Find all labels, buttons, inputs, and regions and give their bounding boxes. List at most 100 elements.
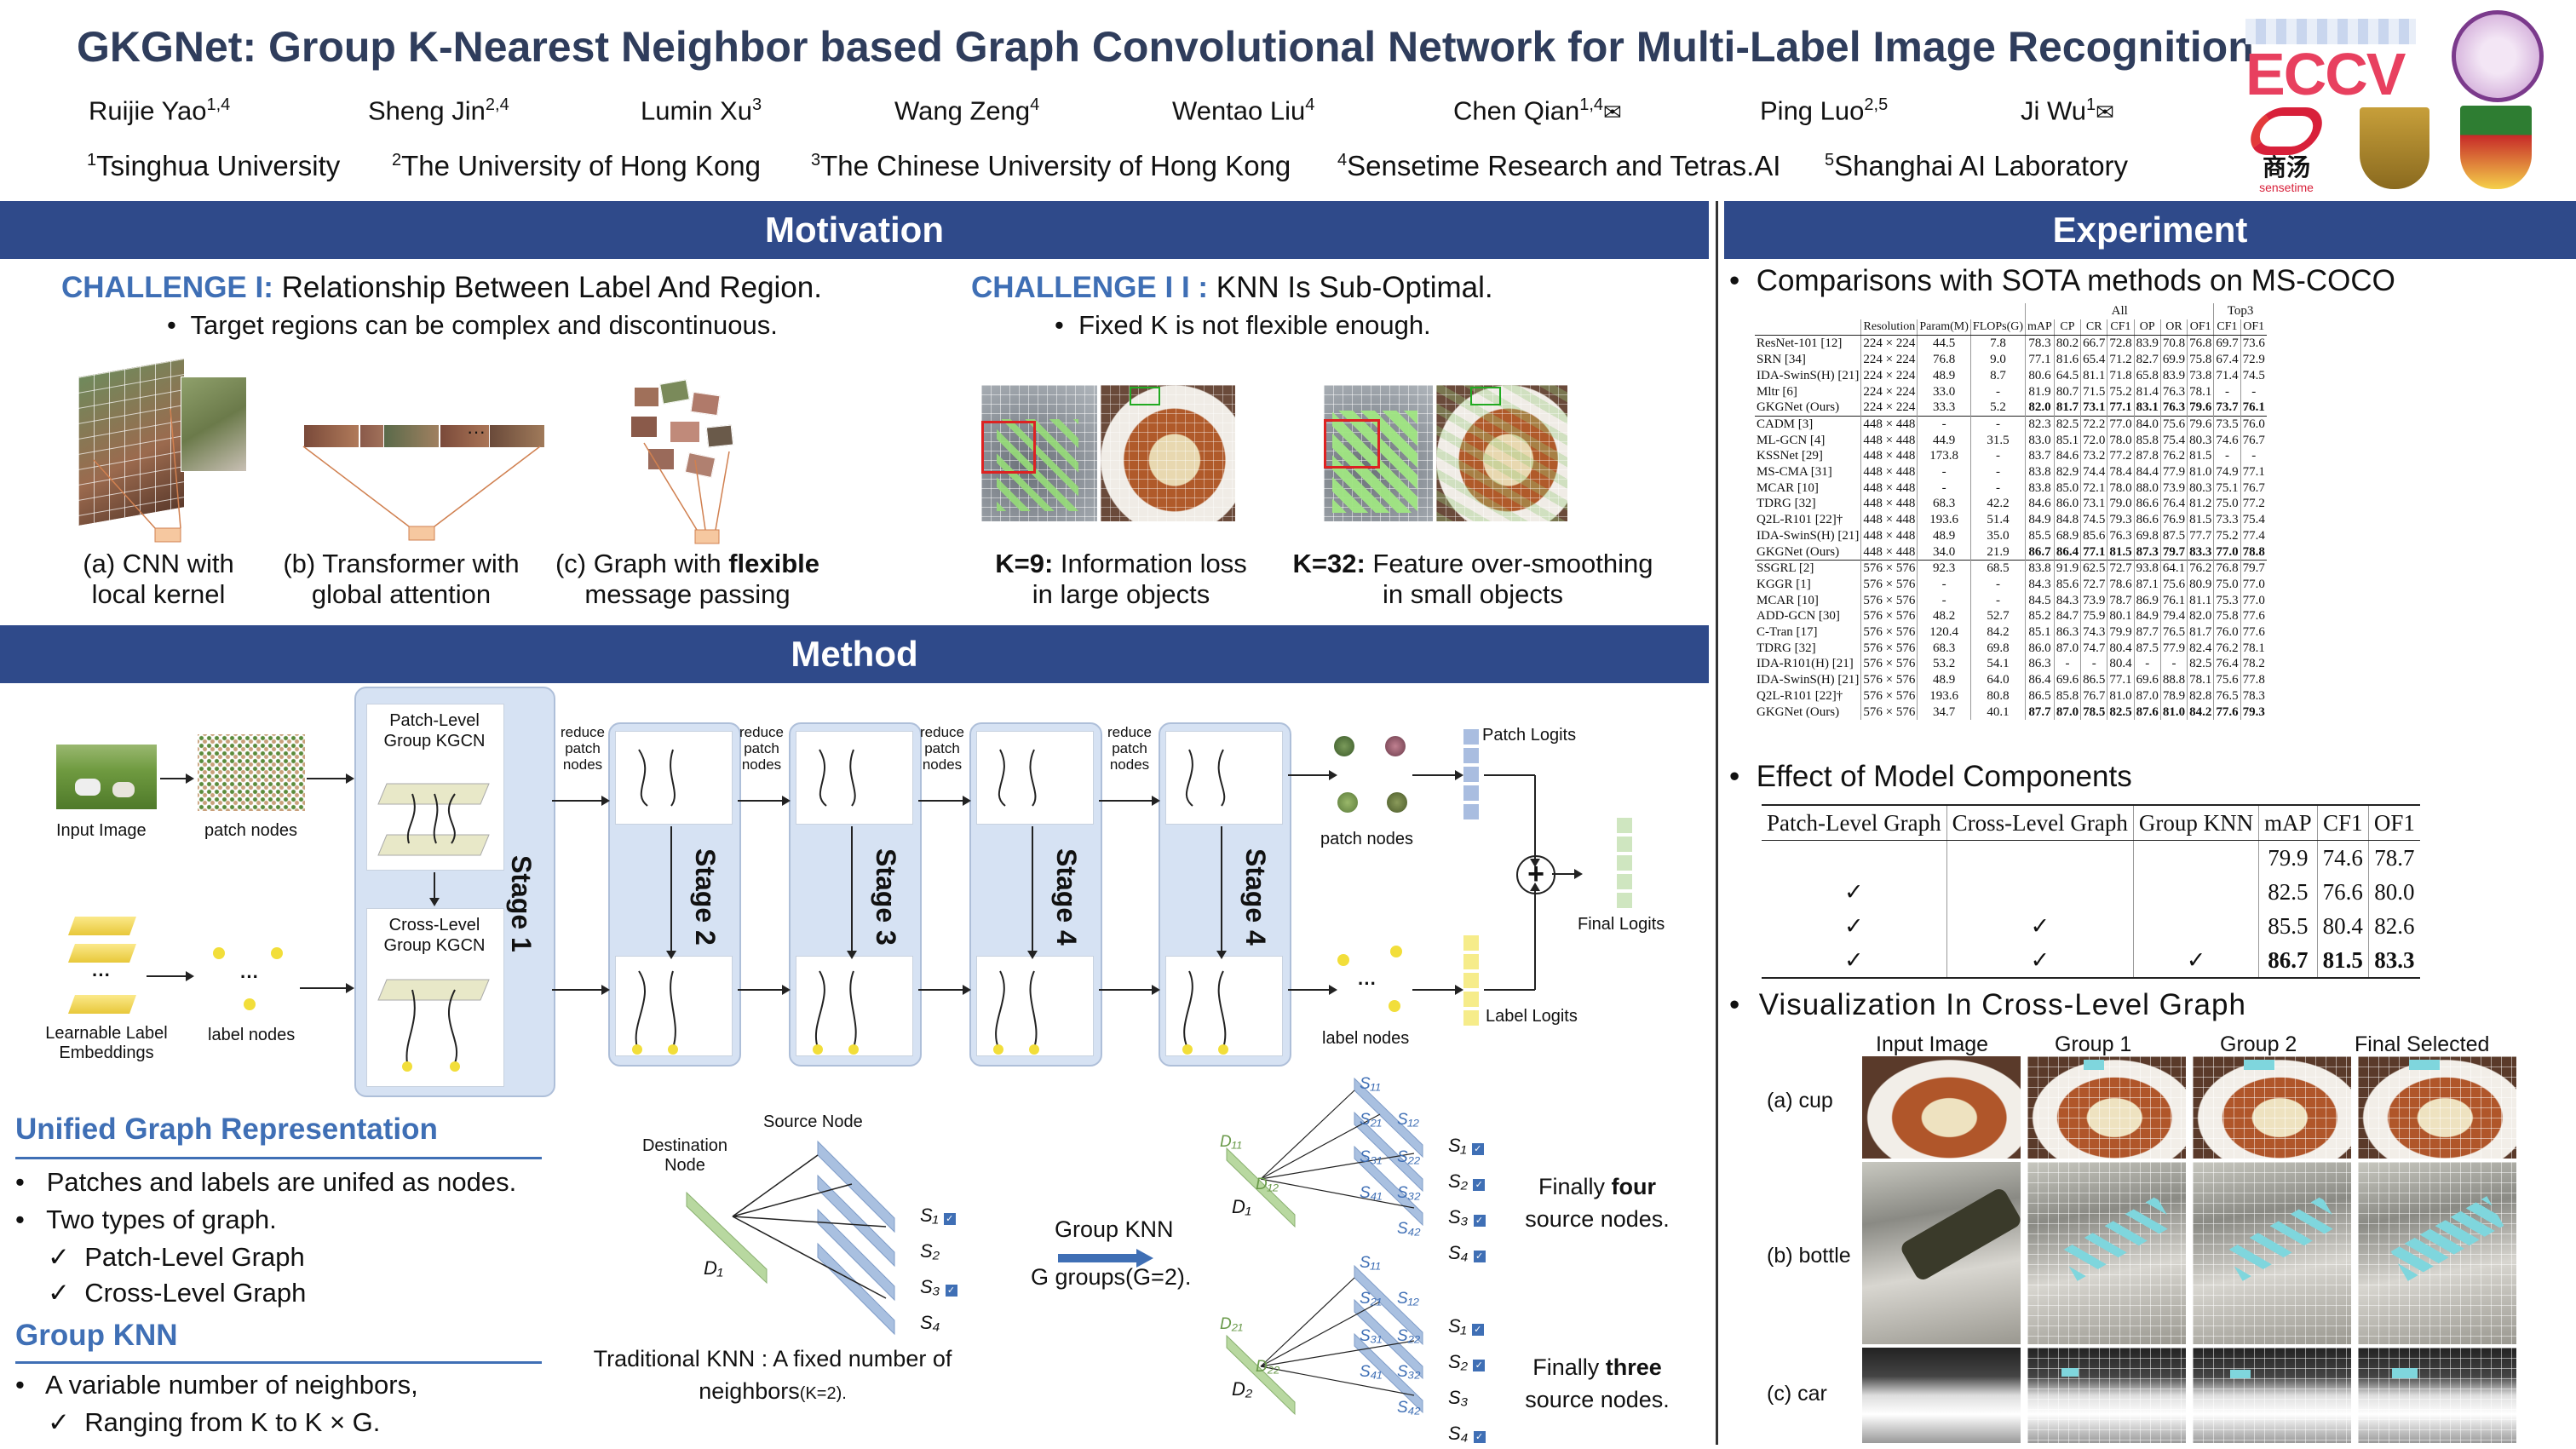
table-cell: 7.8 <box>1969 335 2026 353</box>
s4-label: S₄ <box>920 1312 940 1333</box>
table-cell: - <box>1969 576 2026 593</box>
table-cell: 224 × 224 <box>1860 383 1918 400</box>
table-cell: - <box>1917 480 1971 497</box>
challenge-2-heading: CHALLENGE I I : KNN Is Sub-Optimal. <box>971 271 1493 304</box>
email-icon: ✉ <box>1603 99 1622 125</box>
table-cell: 21.9 <box>1969 543 2026 561</box>
table-column-header: mAP <box>2258 806 2318 841</box>
table-cell: 31.5 <box>1969 432 2026 449</box>
table-cell: - <box>2213 448 2241 465</box>
table-cell: TDRG [32] <box>1757 497 1816 511</box>
table-cell: 83.3 <box>2367 943 2420 977</box>
table-cell: 73.9 <box>2159 480 2188 497</box>
table-cell: 76.5 <box>2213 687 2241 704</box>
table-cell: 48.2 <box>1917 608 1971 625</box>
table-cell: 82.5 <box>2107 704 2135 721</box>
table-cell: KSSNet [29] <box>1757 449 1823 463</box>
table-cell: 82.8 <box>2187 687 2214 704</box>
checkbox-icon: ✓ <box>1473 1251 1486 1262</box>
table-cell: - <box>1917 464 1971 480</box>
table-cell: 73.1 <box>2080 400 2107 417</box>
check-icon: ✓ <box>1946 943 2134 977</box>
table-cell: 77.0 <box>2107 415 2135 433</box>
g-groups-label: G groups(G=2). <box>1031 1264 1192 1290</box>
table-cell: 71.4 <box>2213 367 2241 384</box>
table-cell: 86.6 <box>2133 512 2161 528</box>
table-cell: 81.0 <box>2107 687 2135 704</box>
table-cell: 75.8 <box>2187 352 2214 368</box>
table-cell: 77.1 <box>2107 400 2135 417</box>
label-logits-label: Label Logits <box>1486 1007 1578 1026</box>
arrow-icon <box>160 773 194 784</box>
table-column-header: CR <box>2080 319 2107 336</box>
table-cell: 82.4 <box>2187 640 2214 657</box>
author: Lumin Xu3 <box>641 95 762 126</box>
stage-graph-figures <box>632 749 1228 1055</box>
table-cell: 78.1 <box>2187 672 2214 688</box>
table-cell: 78.5 <box>2080 704 2107 721</box>
vis-image <box>2193 1056 2351 1159</box>
table-cell: 193.6 <box>1917 512 1971 528</box>
table-cell: 75.3 <box>2213 592 2241 609</box>
table-cell: 75.8 <box>2213 608 2241 625</box>
table-cell: 84.6 <box>2025 496 2055 513</box>
table-cell: 35.0 <box>1969 527 2026 544</box>
table-cell: 72.8 <box>2107 335 2135 353</box>
table-cell: 77.7 <box>2187 527 2214 544</box>
vis-image <box>1862 1056 2021 1159</box>
table-cell: 82.5 <box>2187 656 2214 673</box>
table-cell: 75.1 <box>2213 480 2241 497</box>
table-cell: 86.5 <box>2080 672 2107 688</box>
table-cell: 80.3 <box>2187 480 2214 497</box>
table-column-header: Resolution <box>1860 319 1918 336</box>
table-cell: 72.2 <box>2080 415 2107 433</box>
table-cell: IDA-SwinS(H) [21] <box>1757 368 1860 382</box>
table-cell: 44.9 <box>1917 432 1971 449</box>
table-cell: 71.8 <box>2107 367 2135 384</box>
table-cell: 87.7 <box>2133 624 2161 641</box>
table-cell: 68.9 <box>2053 527 2081 544</box>
table-cell: 78.6 <box>2107 576 2135 593</box>
table-cell: 224 × 224 <box>1860 400 1918 417</box>
method-header: Method <box>0 625 1709 683</box>
table-cell: 81.5 <box>2107 543 2135 561</box>
table-cell: 85.8 <box>2053 687 2081 704</box>
table-cell: 76.7 <box>2240 432 2267 449</box>
table-cell: 448 × 448 <box>1860 432 1918 449</box>
arrow-icon <box>147 971 194 981</box>
table-column-header: Patch-Level Graph <box>1762 806 1947 841</box>
d2-label: D₂ <box>1232 1378 1253 1400</box>
table-cell: 84.7 <box>2053 608 2081 625</box>
knn-example-k32-bird <box>1324 385 1433 521</box>
table-cell: 80.0 <box>2367 875 2420 909</box>
table-cell: 81.6 <box>2053 352 2081 368</box>
group-knn-label: Group KNN <box>1055 1216 1174 1242</box>
table-cell: ML-GCN [4] <box>1757 433 1826 447</box>
table-cell: 77.6 <box>2240 608 2267 625</box>
table-cell: 84.3 <box>2025 576 2055 593</box>
check-item: ✓ Cross-Level Graph <box>48 1278 307 1308</box>
s2-label: S₂ <box>920 1240 940 1262</box>
table-cell: 33.3 <box>1917 400 1971 417</box>
table-column-header: CP <box>2053 319 2081 336</box>
vis-image <box>2027 1348 2186 1443</box>
table-cell: 80.7 <box>2053 383 2081 400</box>
table-cell: 75.0 <box>2213 576 2241 593</box>
unified-graph-underline <box>15 1157 542 1159</box>
table-cell: 77.1 <box>2080 543 2107 561</box>
table-cell: 78.3 <box>2240 687 2267 704</box>
table-cell: 86.3 <box>2053 624 2081 641</box>
check-icon: ✓ <box>2132 943 2259 977</box>
author: Wang Zeng4 <box>894 95 1040 126</box>
table-cell: 74.9 <box>2213 464 2241 480</box>
table-cell: 84.2 <box>1969 624 2026 641</box>
